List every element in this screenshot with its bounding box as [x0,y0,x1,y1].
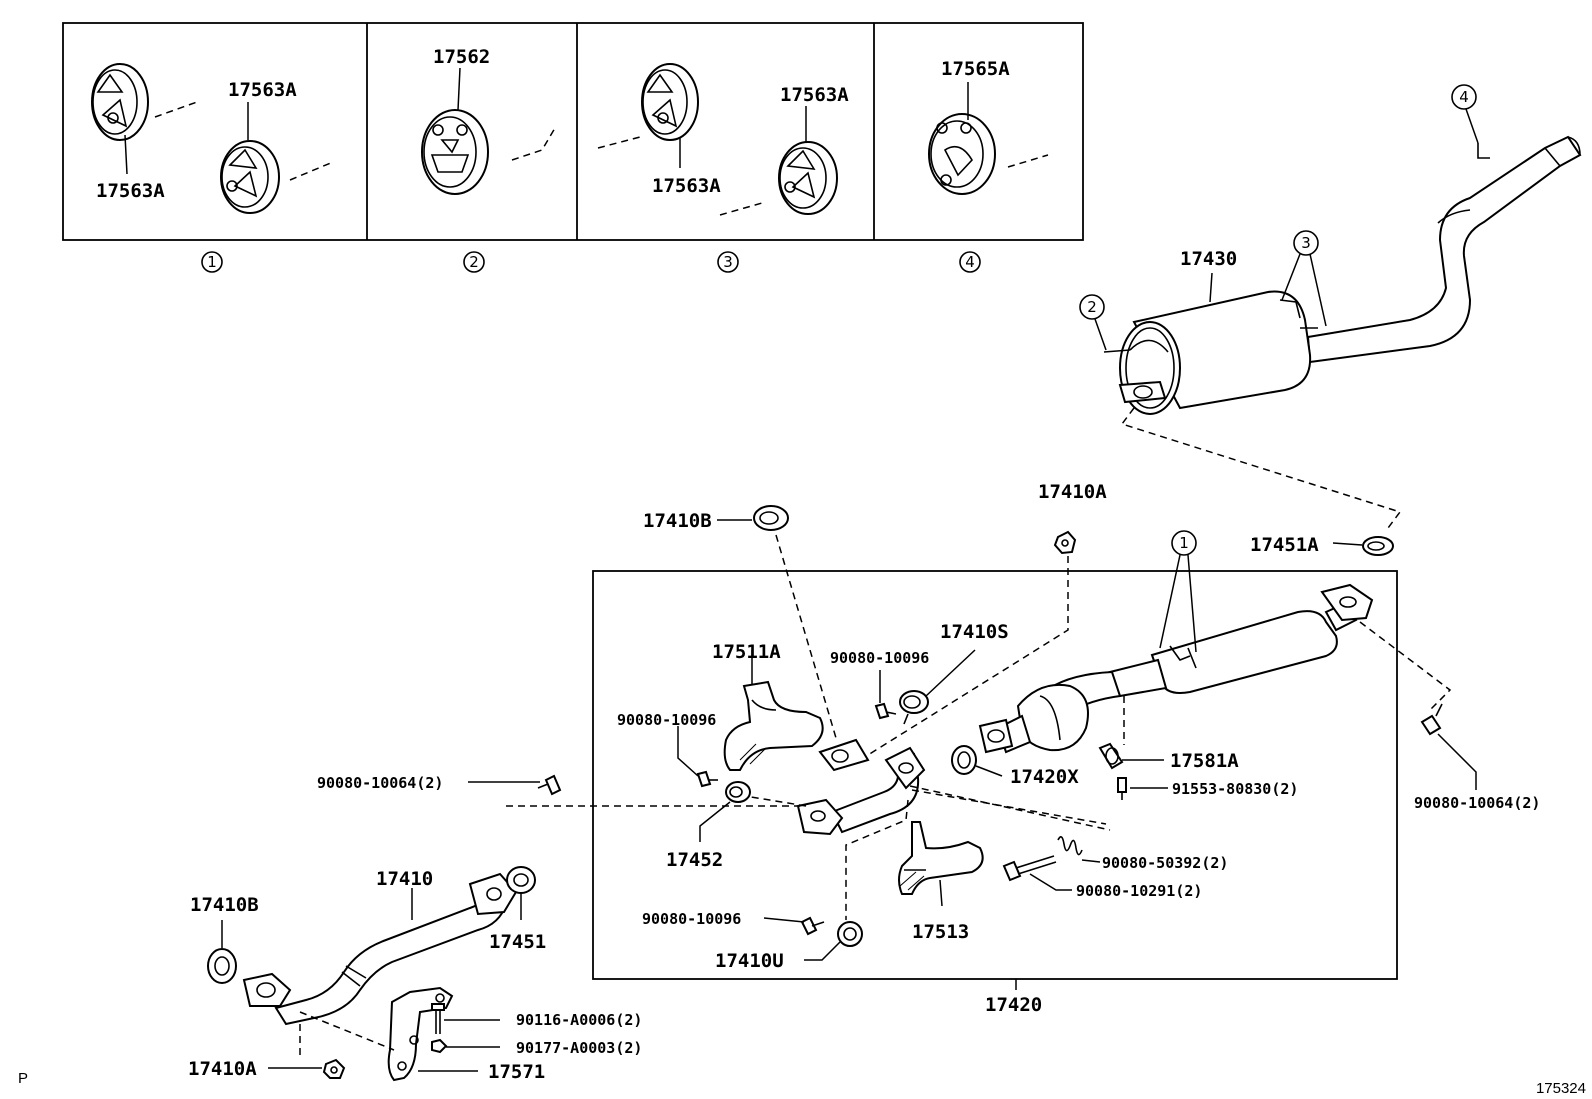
gasket-icon [753,505,789,531]
label-17430: 17430 [1180,248,1237,270]
bolt-icon [1117,777,1127,800]
svg-text:2: 2 [469,253,479,271]
callout-3: 3 [1301,234,1311,252]
nut-icon [431,1038,448,1054]
inset-3: 17563A 17563A [597,63,849,216]
svg-text:4: 4 [965,253,975,271]
label-17563A-3a: 17563A [652,175,721,197]
muffler-tail-pipe: 17430 2 3 4 [1079,84,1582,529]
footer-left-marker: P [18,1070,28,1087]
inset-number-2: 2 [463,251,485,273]
label-17420X: 17420X [1010,766,1079,788]
label-90080-10096-c: 90080-10096 [642,910,741,928]
label-17563A-1b: 17563A [228,79,297,101]
exhaust-front-pipe-17410 [242,872,518,1026]
label-90080-10096-b: 90080-10096 [617,711,716,729]
label-90080-10064-right: 90080-10064(2) [1414,794,1540,812]
label-17565A: 17565A [941,58,1010,80]
label-17563A-3b: 17563A [780,84,849,106]
rubber-hanger-icon [421,109,489,195]
callout-1: 1 [1179,534,1189,552]
label-17410: 17410 [376,868,433,890]
inset-2: 17562 [421,46,556,195]
rubber-hanger-icon [91,63,149,141]
label-90177-A0003: 90177-A0003(2) [516,1039,642,1057]
bolt-icon [1002,855,1057,882]
bolt-icon [800,916,825,936]
bracket-icon [1098,742,1124,770]
rubber-hanger-icon [220,140,280,214]
bolt-icon [431,1003,445,1034]
heat-insulator-icon [898,821,984,895]
label-90080-10096-a: 90080-10096 [830,649,929,667]
clamp-icon [837,921,863,947]
label-17452: 17452 [666,849,723,871]
hanger-insets: 17563A 17563A [62,22,1084,273]
inset-4: 17565A [928,58,1049,195]
label-17451: 17451 [489,931,546,953]
callout-4: 4 [1459,88,1469,106]
nut-icon [322,1058,346,1079]
label-17562: 17562 [433,46,490,68]
front-exhaust-pipe-sub [744,738,1111,920]
label-90080-10291: 90080-10291(2) [1076,882,1202,900]
diagram-number: 175324 [1536,1080,1586,1097]
insets-frame [62,22,1084,241]
label-90116-A0006: 90116-A0006(2) [516,1011,642,1029]
label-17420: 17420 [985,994,1042,1016]
label-17410U: 17410U [715,950,784,972]
nut-icon [1053,530,1077,555]
front-exhaust-pipe-with-converter: 1 [978,530,1452,754]
label-17451A: 17451A [1250,534,1319,556]
gasket-icon [506,866,536,894]
bolt-icon [1420,703,1443,736]
gasket-icon [951,745,977,775]
svg-text:3: 3 [723,253,733,271]
label-17410A-bottom: 17410A [188,1058,257,1080]
inset-number-1: 1 [201,251,223,273]
label-90080-50392: 90080-50392(2) [1102,854,1228,872]
clamp-icon [725,781,751,803]
inset-1: 17563A 17563A [91,63,334,214]
label-17581A: 17581A [1170,750,1239,772]
spring-icon [1057,836,1083,856]
gasket-icon [207,948,237,984]
front-pipe-assembly-frame [592,570,1398,980]
label-90080-10064-left: 90080-10064(2) [317,774,443,792]
label-17410B-bottom: 17410B [190,894,259,916]
bolt-icon [537,774,562,796]
label-91553-80830: 91553-80830(2) [1172,780,1298,798]
label-17511A: 17511A [712,641,781,663]
label-17410S: 17410S [940,621,1009,643]
label-17563A-1a: 17563A [96,180,165,202]
inset-number-3: 3 [717,251,739,273]
rubber-hanger-icon [641,63,699,141]
label-17513: 17513 [912,921,969,943]
callout-2: 2 [1087,298,1097,316]
heat-insulator-icon [723,680,824,771]
svg-text:1: 1 [207,253,217,271]
rubber-hanger-icon [928,113,996,195]
label-17410B-top: 17410B [643,510,712,532]
gasket-icon [1362,536,1394,556]
bracket-icon [387,986,454,1082]
bolt-icon [874,702,897,720]
label-17571: 17571 [488,1061,545,1083]
inset-number-4: 4 [959,251,981,273]
rubber-hanger-icon [778,141,838,215]
label-17410A-top: 17410A [1038,481,1107,503]
clamp-icon [899,690,929,725]
bolt-icon [696,770,718,788]
